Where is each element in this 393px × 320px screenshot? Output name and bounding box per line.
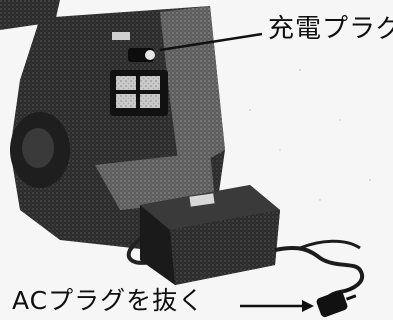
unplug-ac-label: ACプラグを抜く	[12, 286, 205, 315]
switch-panel	[110, 70, 168, 116]
housing-left-knob-ring	[22, 128, 54, 168]
charging-plug-label: 充電プラグ	[268, 14, 393, 44]
housing-lower-band	[95, 152, 215, 210]
ac-plug	[316, 286, 357, 318]
paper-speckle	[249, 69, 371, 201]
ac-plug-arrow	[240, 300, 314, 312]
charging-plug-pin	[145, 50, 155, 60]
charging-plug-leader-line	[159, 32, 263, 52]
ac-charger	[140, 185, 280, 285]
top-lever	[112, 32, 130, 40]
ac-power-cord-loop	[299, 239, 361, 250]
